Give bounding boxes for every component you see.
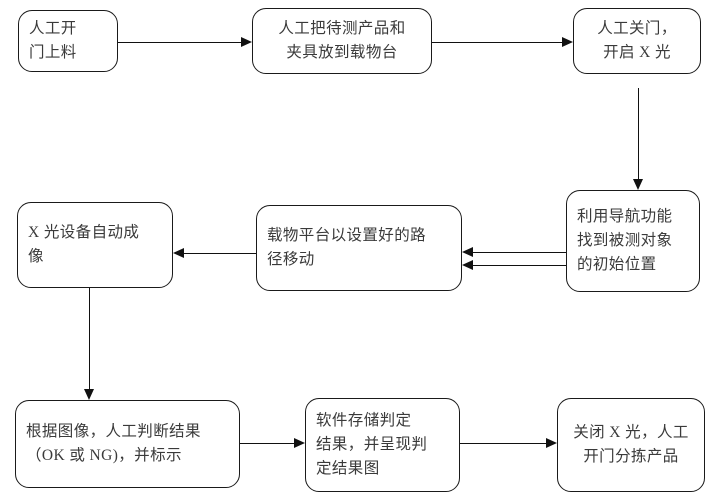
arrow-head-icon — [173, 248, 184, 258]
arrow-shaft — [432, 42, 564, 43]
arrow-head-icon — [462, 260, 473, 270]
arrow-shaft — [89, 288, 90, 391]
arrow-shaft — [240, 443, 296, 444]
flow-node-n7[interactable]: 根据图像，人工判断结果 （OK 或 NG)，并标示 — [15, 400, 240, 488]
flow-node-n3[interactable]: 人工关门， 开启 X 光 — [573, 8, 701, 74]
arrow-head-icon — [562, 37, 573, 47]
arrow-head-icon — [546, 438, 557, 448]
flow-node-n2[interactable]: 人工把待测产品和 夹具放到载物台 — [252, 8, 432, 74]
arrow-head-icon — [84, 389, 94, 400]
arrow-shaft — [471, 252, 566, 253]
arrow-shaft — [638, 88, 639, 181]
arrow-head-icon — [241, 37, 252, 47]
arrow-n2-to-n3 — [432, 36, 573, 48]
arrow-head-icon — [633, 179, 643, 190]
arrow-n8-to-n9 — [460, 437, 557, 449]
arrow-n3-to-n4 — [632, 88, 644, 190]
flow-node-n1[interactable]: 人工开 门上料 — [18, 10, 118, 72]
arrow-shaft — [118, 42, 243, 43]
flow-node-n5[interactable]: 载物平台以设置好的路 径移动 — [256, 205, 462, 291]
arrow-shaft — [182, 253, 256, 254]
arrow-n4-to-n5 — [462, 246, 566, 258]
flow-node-n6[interactable]: X 光设备自动成 像 — [17, 202, 173, 288]
arrow-head-icon — [294, 438, 305, 448]
arrow-shaft — [460, 443, 548, 444]
arrow-shaft — [471, 265, 566, 266]
arrow-n6-to-n7 — [83, 288, 95, 400]
arrow-head-icon — [462, 247, 473, 257]
arrow-n7-to-n8 — [240, 437, 305, 449]
flow-node-n9[interactable]: 关闭 X 光，人工 开门分拣产品 — [557, 398, 705, 492]
arrow-n4-to-n5 — [462, 259, 566, 271]
flow-node-n8[interactable]: 软件存储判定 结果，并呈现判 定结果图 — [305, 398, 460, 492]
flow-node-n4[interactable]: 利用导航功能 找到被测对象 的初始位置 — [566, 190, 700, 292]
arrow-n1-to-n2 — [118, 36, 252, 48]
arrow-n5-to-n6 — [173, 247, 256, 259]
